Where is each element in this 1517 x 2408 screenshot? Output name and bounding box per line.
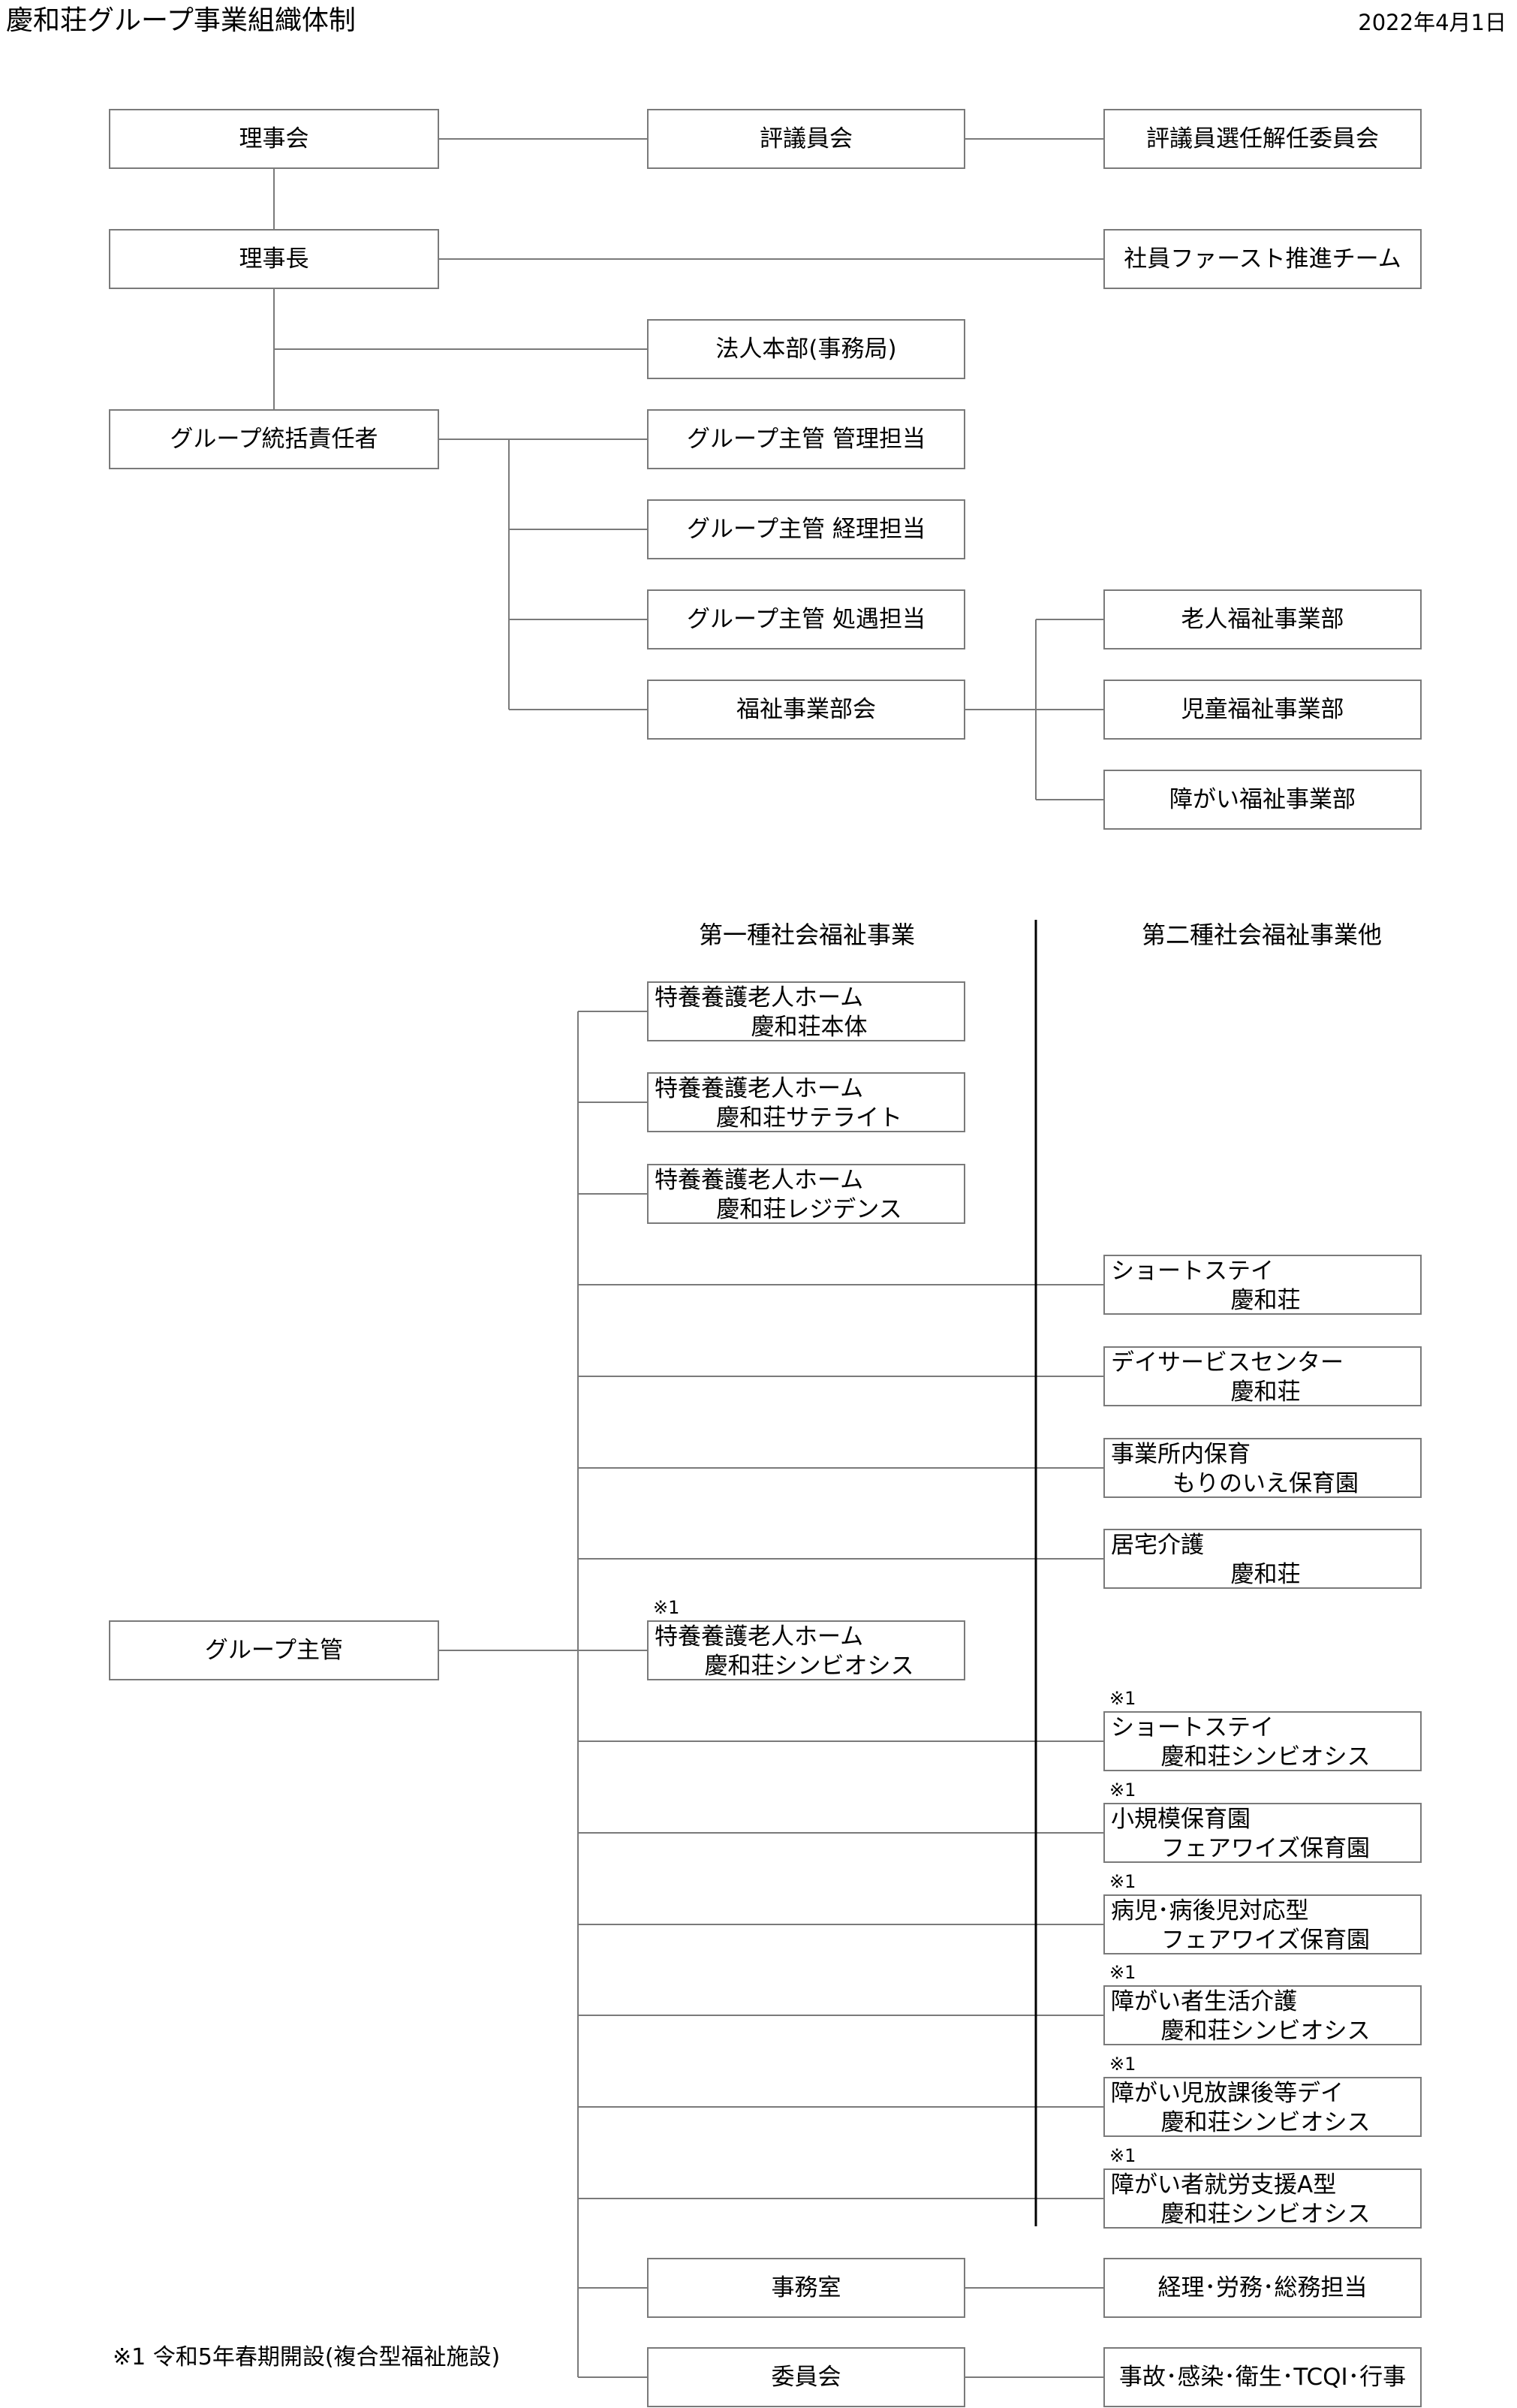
box-kanri: グループ主管 管理担当	[647, 409, 965, 469]
facility-name: もりのいえ保育園	[1172, 1470, 1359, 1497]
facility-type: 障がい者生活介護	[1111, 1988, 1297, 2015]
box-rijikai: 理事会	[109, 109, 439, 169]
box-facility: デイサービスセンター 慶和荘	[1103, 1346, 1422, 1406]
box-fukushi-bukai: 福祉事業部会	[647, 680, 965, 740]
facility-type: 事業所内保育	[1111, 1441, 1251, 1468]
facility-type: デイサービスセンター	[1111, 1349, 1344, 1376]
facility-name: フェアワイズ保育園	[1160, 1927, 1371, 1954]
facility-name: 慶和荘本体	[751, 1014, 868, 1041]
facility-name: 慶和荘シンビオシス	[1160, 2018, 1371, 2045]
box-rojin-bu: 老人福祉事業部	[1103, 589, 1422, 649]
box-facility: 病児･病後児対応型 フェアワイズ保育園	[1103, 1894, 1422, 1954]
facility-type: 障がい者就労支援A型	[1111, 2171, 1337, 2199]
box-jimushitsu: 事務室	[647, 2258, 965, 2318]
note-mark: ※1	[1109, 2054, 1136, 2075]
box-facility: 小規模保育園 フェアワイズ保育園	[1103, 1803, 1422, 1863]
facility-name: 慶和荘シンビオシス	[1160, 1743, 1371, 1771]
box-facility: ショートステイ 慶和荘シンビオシス	[1103, 1711, 1422, 1771]
date-label: 2022年4月1日	[1358, 10, 1506, 35]
box-facility: 特養養護老人ホーム 慶和荘サテライト	[647, 1072, 965, 1132]
box-honbu: 法人本部(事務局)	[647, 319, 965, 379]
box-facility: ショートステイ 慶和荘	[1103, 1255, 1422, 1315]
facility-type: 居宅介護	[1111, 1532, 1204, 1559]
box-iinkai: 委員会	[647, 2347, 965, 2407]
page-title: 慶和荘グループ事業組織体制	[6, 5, 356, 36]
facility-name: 慶和荘	[1230, 1379, 1301, 1406]
box-facility: 障がい者生活介護 慶和荘シンビオシス	[1103, 1985, 1422, 2045]
column-header-second: 第二種社会福祉事業他	[1141, 921, 1382, 949]
box-facility: 特養養護老人ホーム 慶和荘本体	[647, 981, 965, 1041]
note-mark: ※1	[653, 1597, 680, 1618]
box-facility: 居宅介護 慶和荘	[1103, 1529, 1422, 1589]
box-keiri: グループ主管 経理担当	[647, 499, 965, 559]
facility-name: 慶和荘シンビオシス	[1160, 2109, 1371, 2136]
note-mark: ※1	[1109, 1871, 1136, 1892]
facility-name: 慶和荘	[1230, 1287, 1301, 1314]
box-shain-team: 社員ファースト推進チーム	[1103, 229, 1422, 289]
facility-type: 病児･病後児対応型	[1111, 1897, 1309, 1924]
box-facility: 特養養護老人ホーム 慶和荘シンビオシス	[647, 1620, 965, 1680]
footnote: ※1 令和5年春期開設(複合型福祉施設)	[113, 2344, 501, 2370]
facility-type: 特養養護老人ホーム	[655, 984, 864, 1011]
note-mark: ※1	[1109, 1780, 1136, 1801]
box-jido-bu: 児童福祉事業部	[1103, 680, 1422, 740]
box-facility: 特養養護老人ホーム 慶和荘レジデンス	[647, 1164, 965, 1224]
facility-type: ショートステイ	[1111, 1714, 1274, 1741]
facility-name: 慶和荘サテライト	[716, 1105, 902, 1132]
box-facility: 障がい者就労支援A型 慶和荘シンビオシス	[1103, 2168, 1422, 2229]
box-rijicho: 理事長	[109, 229, 439, 289]
note-mark: ※1	[1109, 1688, 1136, 1709]
box-hyogiinkai: 評議員会	[647, 109, 965, 169]
note-mark: ※1	[1109, 2145, 1136, 2166]
box-somu: 経理･労務･総務担当	[1103, 2258, 1422, 2318]
facility-type: ショートステイ	[1111, 1258, 1274, 1285]
facility-name: 慶和荘レジデンス	[716, 1196, 902, 1223]
box-jiko: 事故･感染･衛生･TCQI･行事	[1103, 2347, 1422, 2407]
box-senin-iinkai: 評議員選任解任委員会	[1103, 109, 1422, 169]
facility-name: 慶和荘シンビオシス	[1160, 2201, 1371, 2228]
box-facility: 事業所内保育 もりのいえ保育園	[1103, 1438, 1422, 1498]
facility-type: 特養養護老人ホーム	[655, 1167, 864, 1194]
box-group-shukan: グループ主管	[109, 1620, 439, 1680]
column-header-first: 第一種社会福祉事業	[698, 921, 915, 949]
facility-name: フェアワイズ保育園	[1160, 1835, 1371, 1862]
facility-name: 慶和荘	[1230, 1561, 1301, 1588]
facility-name: 慶和荘シンビオシス	[704, 1653, 914, 1680]
box-shogai-bu: 障がい福祉事業部	[1103, 770, 1422, 830]
box-shogu: グループ主管 処遇担当	[647, 589, 965, 649]
note-mark: ※1	[1109, 1962, 1136, 1983]
box-tokatsu: グループ統括責任者	[109, 409, 439, 469]
box-facility: 障がい児放課後等デイ 慶和荘シンビオシス	[1103, 2077, 1422, 2137]
facility-type: 特養養護老人ホーム	[655, 1623, 864, 1650]
facility-type: 特養養護老人ホーム	[655, 1075, 864, 1102]
facility-type: 小規模保育園	[1111, 1806, 1251, 1833]
facility-type: 障がい児放課後等デイ	[1111, 2080, 1344, 2107]
